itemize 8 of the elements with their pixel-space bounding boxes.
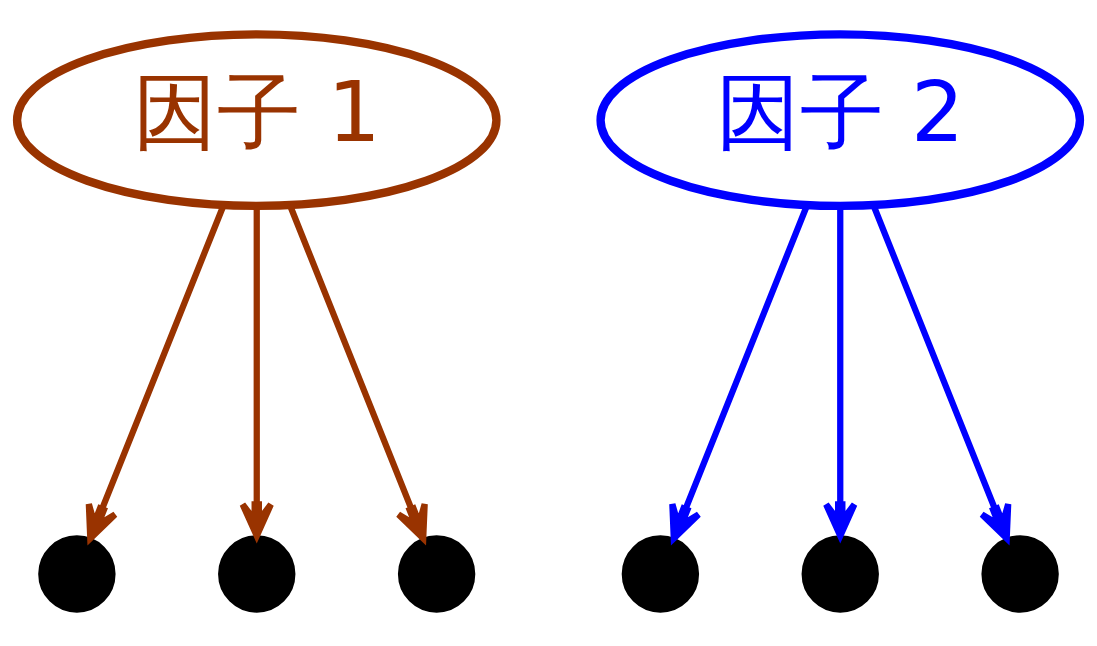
- node-circle: [218, 535, 296, 613]
- node-ellipse: 因子 1: [12, 30, 501, 211]
- node-circle: [397, 535, 476, 613]
- node-circle: [981, 535, 1059, 613]
- node-circle: [621, 535, 700, 613]
- node-ellipse: 因子 2: [596, 30, 1085, 211]
- node-circle: [38, 535, 116, 613]
- node-circle: [801, 535, 879, 613]
